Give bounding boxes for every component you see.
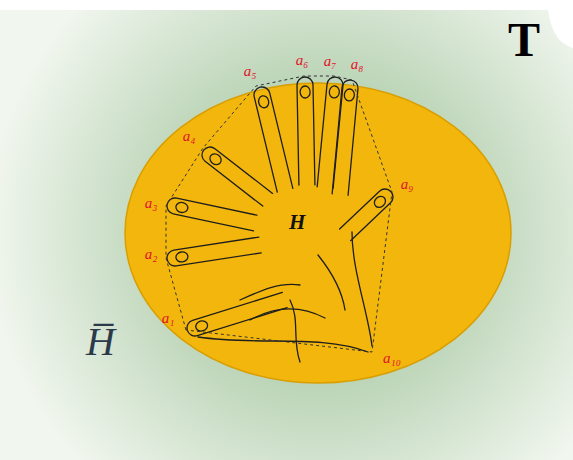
hand-lines (166, 76, 397, 362)
complement-name: H̅ (86, 322, 115, 362)
vertex-label: a₈ (351, 57, 364, 72)
vertex-label: a₆ (296, 53, 309, 68)
vertex-label: a₄ (183, 129, 196, 144)
vertex-label: a₉ (401, 177, 414, 192)
vertex-label: a₃ (145, 196, 158, 211)
universe-region: T H̅ H (0, 10, 573, 460)
set-name: H (289, 212, 305, 233)
convex-hull (166, 76, 392, 352)
vertex-label: a₅ (244, 64, 257, 79)
universe-region (0, 10, 573, 460)
yellow-ellipse (125, 83, 511, 383)
vertex-label: a₁ (162, 311, 175, 326)
hand-region: H (200, 90, 400, 360)
vertex-label: a₂ (145, 247, 158, 262)
vertex-label: a₇ (324, 54, 337, 69)
vertex-label: a₁₀ (383, 351, 401, 366)
set-name: T (508, 16, 540, 64)
